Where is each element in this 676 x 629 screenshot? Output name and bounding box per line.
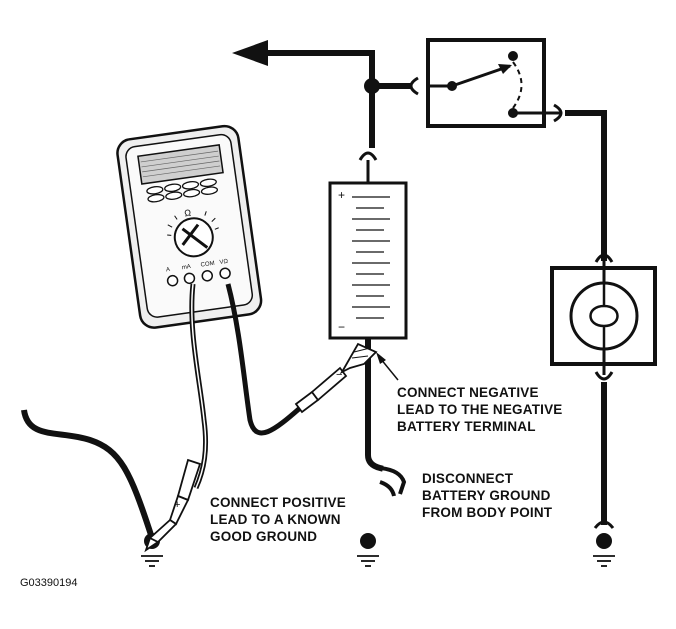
arrow-left-icon bbox=[232, 40, 268, 66]
callout-line: BATTERY TERMINAL bbox=[397, 419, 536, 434]
callout-connect-positive: CONNECT POSITIVE LEAD TO A KNOWN GOOD GR… bbox=[210, 494, 346, 545]
meter-jacks bbox=[166, 267, 231, 287]
meter-jack-ma-label: mA bbox=[182, 264, 192, 271]
lamp bbox=[550, 258, 657, 375]
callout-line: CONNECT NEGATIVE bbox=[397, 385, 539, 400]
callout-connect-negative: CONNECT NEGATIVE LEAD TO THE NEGATIVE BA… bbox=[397, 384, 563, 435]
callout-line: DISCONNECT bbox=[422, 471, 514, 486]
figure-id: G03390194 bbox=[20, 577, 78, 589]
switch-arm bbox=[451, 64, 511, 88]
callout-line: CONNECT POSITIVE bbox=[210, 495, 346, 510]
meter-jack-v-label: VΩ bbox=[219, 259, 229, 266]
probe-positive-mark: + bbox=[174, 499, 180, 511]
negative-lead-cable bbox=[225, 283, 302, 436]
hop-switch-left bbox=[409, 76, 419, 96]
hop-lamp-bottom bbox=[594, 371, 614, 381]
battery: + − bbox=[328, 160, 408, 340]
wiring bbox=[232, 40, 607, 525]
meter-buttons bbox=[146, 178, 219, 203]
callout-disconnect-ground: DISCONNECT BATTERY GROUND FROM BODY POIN… bbox=[422, 470, 552, 521]
junction-dot bbox=[364, 78, 380, 94]
disconnected-strap bbox=[379, 466, 407, 497]
top-feed-wire bbox=[265, 50, 375, 148]
ground-symbol-center bbox=[357, 533, 379, 567]
callout-line: BATTERY GROUND bbox=[422, 488, 551, 503]
switch-output-wire bbox=[565, 110, 607, 261]
meter-dial-ticks bbox=[167, 211, 219, 236]
meter-dial-label: Ω bbox=[184, 207, 192, 218]
positive-alligator-clip bbox=[144, 518, 178, 553]
ground-symbol-right bbox=[593, 533, 615, 567]
meter-jack-a-label: A bbox=[166, 267, 171, 274]
negative-probe: − bbox=[294, 342, 378, 414]
positive-probe: + bbox=[144, 458, 202, 553]
probe-negative-mark: − bbox=[336, 369, 342, 381]
battery-ground-wire bbox=[365, 335, 384, 472]
callout-line: GOOD GROUND bbox=[210, 529, 318, 544]
battery-negative-mark: − bbox=[338, 320, 345, 334]
callout-line: LEAD TO A KNOWN bbox=[210, 512, 341, 527]
test-leads bbox=[21, 283, 302, 539]
negative-alligator-clip bbox=[339, 342, 378, 375]
battery-positive-mark: + bbox=[338, 188, 345, 202]
hop-lamp-ground bbox=[593, 520, 615, 529]
switch-arrow-icon bbox=[498, 64, 512, 74]
hop-lamp-top bbox=[594, 253, 614, 263]
negative-terminal-pointer bbox=[376, 352, 399, 381]
hop-top-battery bbox=[358, 151, 378, 161]
multimeter: Ω A mA COM VΩ bbox=[116, 124, 263, 329]
callout-line: FROM BODY POINT bbox=[422, 505, 553, 520]
hop-switch-right bbox=[553, 103, 563, 123]
switch-dashed-link bbox=[512, 61, 523, 109]
switch bbox=[426, 38, 560, 128]
switch-contact-top bbox=[508, 51, 518, 61]
meter-jack-com-label: COM bbox=[200, 261, 215, 269]
loose-body-wire bbox=[21, 409, 155, 539]
lamp-filament bbox=[589, 284, 619, 348]
callout-line: LEAD TO THE NEGATIVE bbox=[397, 402, 563, 417]
